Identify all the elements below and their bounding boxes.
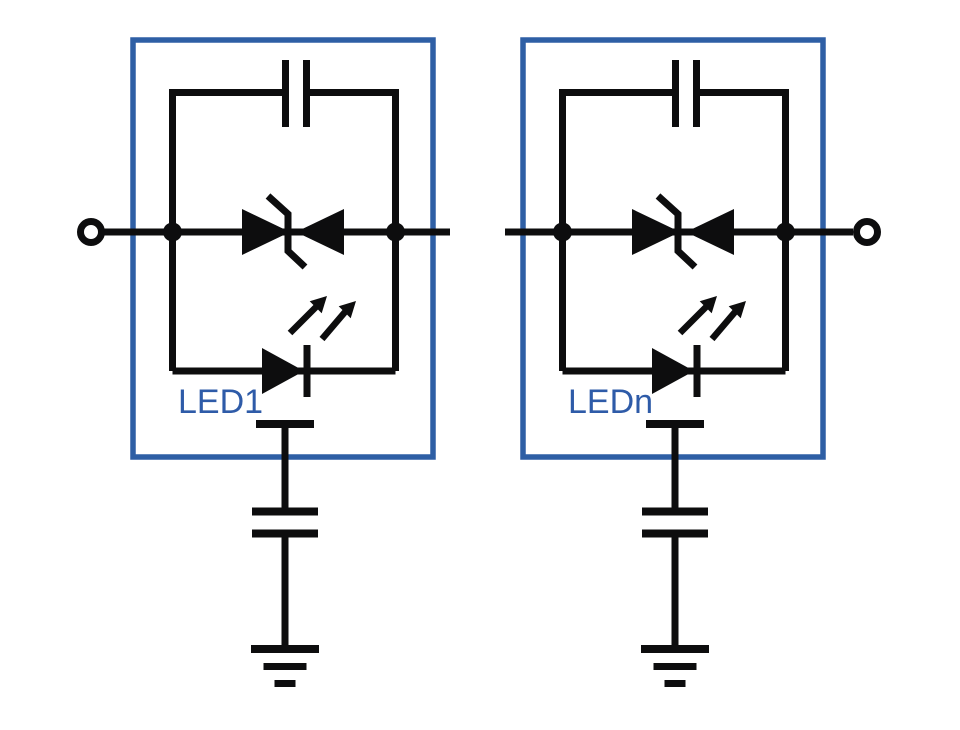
led-arrow-shaft (677, 304, 709, 336)
junction-dot (776, 222, 795, 242)
led-arrow-head (309, 296, 327, 314)
tvs-diode (632, 193, 734, 270)
tvs-triangle-left (632, 209, 680, 255)
decoupling-capacitor (252, 507, 318, 650)
module-label: LEDn (568, 383, 653, 421)
decoupling-capacitor (642, 507, 708, 650)
output-terminal (853, 218, 881, 246)
tvs-triangle-right (686, 209, 734, 255)
led-arrow-head (728, 301, 746, 319)
bypass-capacitor (282, 60, 310, 127)
led (262, 296, 356, 397)
led-arrow-head (699, 296, 717, 314)
led-arrow-shaft (319, 309, 348, 342)
ground-symbol (641, 645, 709, 687)
input-terminal (77, 218, 105, 246)
bottom-pad (256, 420, 314, 512)
tvs-zener-bar (655, 193, 698, 270)
led-arrow-head (338, 301, 356, 319)
light-emission-arrows (677, 296, 746, 342)
tvs-triangle-left (242, 209, 290, 255)
junction-dot (386, 222, 405, 242)
bypass-capacitor (672, 60, 700, 127)
light-emission-arrows (287, 296, 356, 342)
led-triangle (262, 348, 304, 394)
bottom-pad (646, 420, 704, 512)
tvs-diode (242, 193, 344, 270)
tvs-triangle-right (296, 209, 344, 255)
junction-dot (553, 222, 572, 242)
tvs-zener-bar (265, 193, 308, 270)
junction-dot (163, 222, 182, 242)
ground-symbol (251, 645, 319, 687)
led-module-1: LED1 (77, 37, 450, 687)
module-label: LED1 (178, 383, 263, 421)
led-triangle (652, 348, 694, 394)
led (652, 296, 746, 397)
led-arrow-shaft (709, 309, 738, 342)
led-module-n: LEDn (505, 37, 881, 687)
led-arrow-shaft (287, 304, 319, 336)
